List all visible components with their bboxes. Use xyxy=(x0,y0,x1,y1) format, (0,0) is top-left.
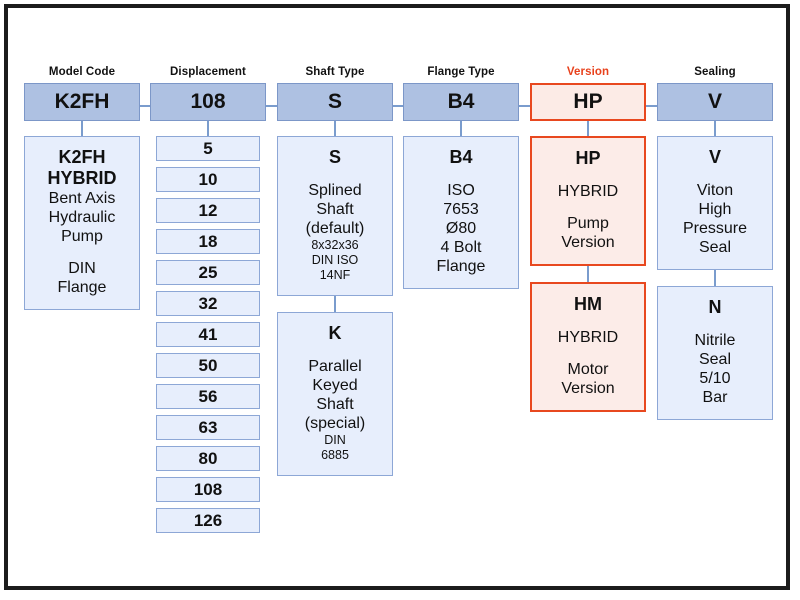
option-line: (default) xyxy=(305,220,365,237)
option-title-second: HYBRID xyxy=(47,168,117,188)
option-line: Nitrile xyxy=(694,332,736,349)
code-box-model-code: K2FH xyxy=(24,83,140,121)
option-line: Bent Axis xyxy=(48,190,116,207)
option-title: S xyxy=(328,147,341,167)
option-small-line: DIN xyxy=(324,433,346,447)
option-line: ISO xyxy=(447,182,475,199)
column-header-displacement: Displacement xyxy=(170,66,246,78)
connector-horizontal-3 xyxy=(519,105,530,107)
option-line: Pump xyxy=(567,215,609,232)
option-title: B4 xyxy=(449,147,473,167)
displacement-value[interactable]: 18 xyxy=(156,229,260,254)
option-title: K xyxy=(328,323,342,343)
option-line: Version xyxy=(561,234,615,251)
option-line: 5/10 xyxy=(699,370,731,387)
displacement-value[interactable]: 63 xyxy=(156,415,260,440)
option-title: K2FH xyxy=(58,147,106,167)
option-title: V xyxy=(708,147,721,167)
column-header-shaft-type: Shaft Type xyxy=(305,66,365,78)
option-line: Keyed xyxy=(312,377,358,394)
option-line: Ø80 xyxy=(445,220,477,237)
option-small-line: 14NF xyxy=(319,268,351,282)
displacement-value[interactable]: 5 xyxy=(156,136,260,161)
displacement-value[interactable]: 12 xyxy=(156,198,260,223)
option-title: N xyxy=(708,297,722,317)
column-header-version: Version xyxy=(566,66,610,78)
connector-vertical-model-code xyxy=(81,121,83,136)
option-line: Flange xyxy=(57,279,107,296)
connector-vertical-version xyxy=(587,121,589,136)
code-box-displacement: 108 xyxy=(150,83,266,121)
code-box-flange-type: B4 xyxy=(403,83,519,121)
option-line: Hydraulic xyxy=(48,209,116,226)
column-displacement: Displacement 108 5 10 12 18 25 32 41 50 56 63 80 108 1… xyxy=(150,66,266,539)
displacement-value[interactable]: 32 xyxy=(156,291,260,316)
option-line: Pump xyxy=(61,228,103,245)
code-box-shaft-type: S xyxy=(277,83,393,121)
connector-stack-sealing xyxy=(714,270,716,286)
displacement-value[interactable]: 108 xyxy=(156,477,260,502)
option-line: HYBRID xyxy=(557,329,619,346)
connector-stack-shaft-type xyxy=(334,296,336,312)
displacement-value[interactable]: 126 xyxy=(156,508,260,533)
option-line: Seal xyxy=(698,351,732,368)
connector-vertical-shaft-type xyxy=(334,121,336,136)
column-header-sealing: Sealing xyxy=(694,66,736,78)
option-line: Shaft xyxy=(316,396,354,413)
option-line: Version xyxy=(561,380,615,397)
displacement-value[interactable]: 41 xyxy=(156,322,260,347)
option-line: 7653 xyxy=(443,201,479,218)
option-title: HM xyxy=(574,294,602,314)
option-line: Shaft xyxy=(316,201,354,218)
option-line: Motor xyxy=(567,361,609,378)
column-header-model-code: Model Code xyxy=(48,66,116,78)
option-small-line: DIN ISO xyxy=(311,253,359,267)
connector-vertical-flange-type xyxy=(460,121,462,136)
option-small-line: 6885 xyxy=(321,448,349,462)
code-box-version: HP xyxy=(530,83,646,121)
option-line: HYBRID xyxy=(557,183,619,200)
option-line: Bar xyxy=(702,389,728,406)
displacement-value[interactable]: 56 xyxy=(156,384,260,409)
option-line: Parallel xyxy=(308,358,362,375)
connector-horizontal-4 xyxy=(646,105,657,107)
connector-stack-version xyxy=(587,266,589,282)
displacement-value[interactable]: 10 xyxy=(156,167,260,192)
connector-horizontal-1 xyxy=(266,105,277,107)
option-line: 4 Bolt xyxy=(440,239,482,256)
option-line: Pressure xyxy=(682,220,748,237)
code-box-sealing: V xyxy=(657,83,773,121)
option-line: DIN xyxy=(68,260,96,277)
column-header-flange-type: Flange Type xyxy=(427,66,495,78)
displacement-value[interactable]: 25 xyxy=(156,260,260,285)
option-line: Seal xyxy=(698,239,732,256)
option-line: Viton xyxy=(696,182,734,199)
connector-vertical-sealing xyxy=(714,121,716,136)
option-line: Flange xyxy=(436,258,486,275)
option-line: High xyxy=(698,201,732,218)
displacement-value[interactable]: 50 xyxy=(156,353,260,378)
connector-horizontal-0 xyxy=(140,105,150,107)
option-small-line: 8x32x36 xyxy=(311,238,359,252)
connector-vertical-displacement xyxy=(207,121,209,136)
option-line: Splined xyxy=(308,182,362,199)
connector-horizontal-2 xyxy=(393,105,403,107)
displacement-value[interactable]: 80 xyxy=(156,446,260,471)
option-line: (special) xyxy=(304,415,366,432)
option-title: HP xyxy=(575,148,601,168)
